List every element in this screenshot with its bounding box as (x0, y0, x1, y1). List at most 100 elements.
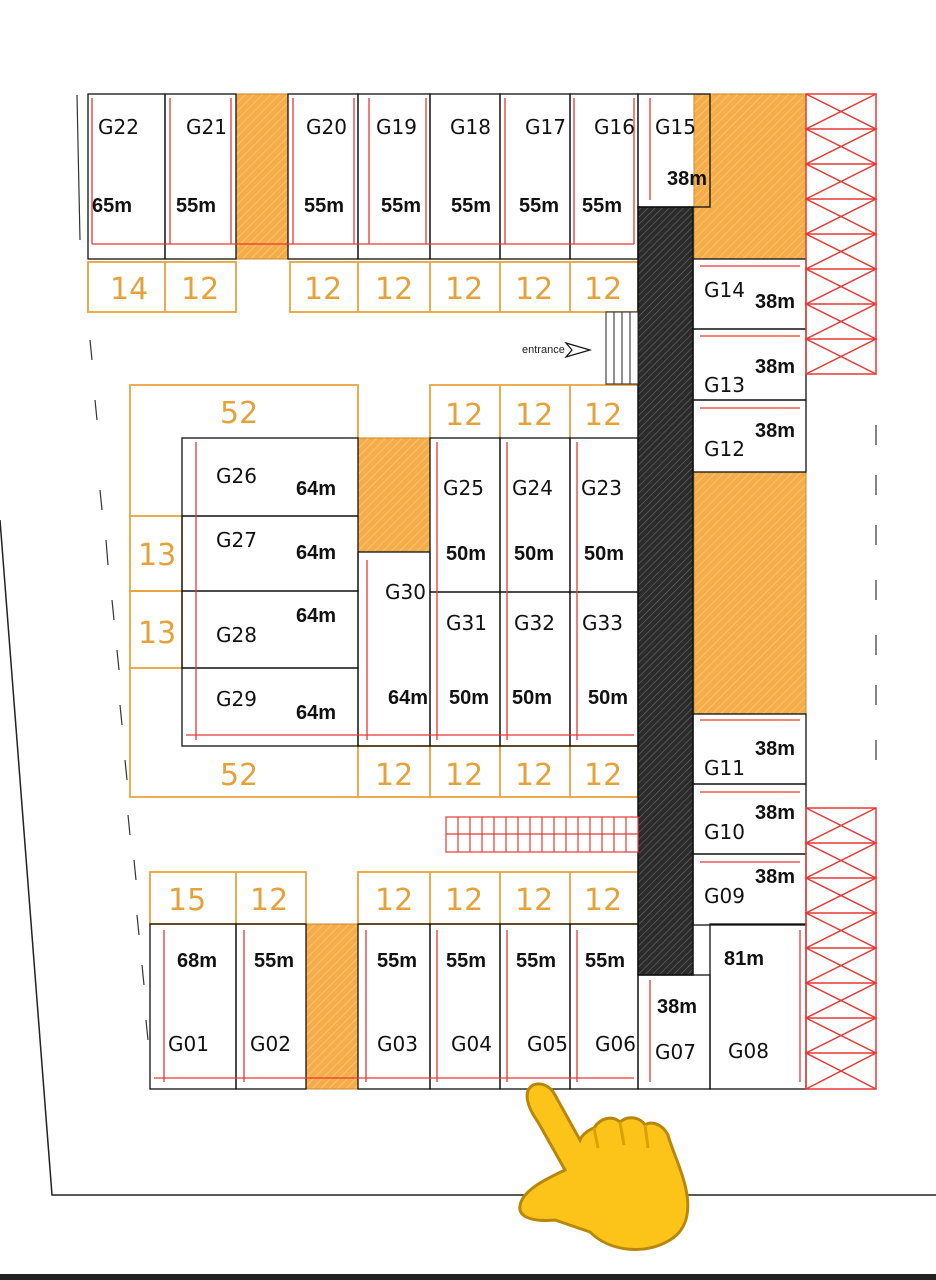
parking-number: 12 (304, 272, 342, 307)
red-walls (91, 98, 801, 1082)
unit-id-g02: G02 (250, 1032, 291, 1056)
unit-size-g29: 64m (296, 702, 336, 724)
unit-size-g06: 55m (585, 950, 625, 972)
unit-id-g25: G25 (443, 476, 484, 500)
unit-id-g05: G05 (527, 1032, 568, 1056)
unit-size-g21: 55m (176, 195, 216, 217)
unit-id-g22: G22 (98, 115, 139, 139)
parking-number: 52 (220, 758, 258, 793)
parking-number: 12 (515, 758, 553, 793)
unit-size-g23: 50m (584, 543, 624, 565)
unit-size-g11: 38m (755, 738, 795, 760)
driveway (637, 206, 694, 976)
unit-id-g21: G21 (186, 115, 227, 139)
unit-id-g20: G20 (306, 115, 347, 139)
parking-number: 12 (584, 398, 622, 433)
parking-number: 12 (445, 758, 483, 793)
unit-id-g08: G08 (728, 1039, 769, 1063)
unit-size-g04: 55m (446, 950, 486, 972)
unit-size-g32: 50m (512, 687, 552, 709)
parking-number: 12 (515, 883, 553, 918)
parking-number: 52 (220, 396, 258, 431)
unit-size-g30: 64m (388, 687, 428, 709)
unit-id-g31: G31 (446, 611, 487, 635)
unit-id-g33: G33 (582, 611, 623, 635)
bottom-bar (0, 1274, 936, 1280)
parking-number: 12 (250, 883, 288, 918)
unit-size-g33: 50m (588, 687, 628, 709)
unit-size-g03: 55m (377, 950, 417, 972)
parking-number: 12 (375, 883, 413, 918)
arrow-right-icon (564, 341, 593, 359)
parking-number: 12 (515, 398, 553, 433)
right-truss (804, 93, 878, 1090)
unit-size-g18: 55m (451, 195, 491, 217)
entrance-label: entrance (522, 344, 565, 356)
unit-size-g13: 38m (755, 356, 795, 378)
unit-size-g10: 38m (755, 802, 795, 824)
unit-size-g24: 50m (514, 543, 554, 565)
unit-id-g17: G17 (525, 115, 566, 139)
parking-number: 14 (110, 272, 148, 307)
unit-size-g16: 55m (582, 195, 622, 217)
unit-id-g30: G30 (385, 580, 426, 604)
parking-number: 12 (584, 272, 622, 307)
unit-id-g26: G26 (216, 464, 257, 488)
unit-id-g14: G14 (704, 278, 745, 302)
unit-id-g19: G19 (376, 115, 417, 139)
unit-id-g28: G28 (216, 623, 257, 647)
unit-id-g23: G23 (581, 476, 622, 500)
unit-id-g09: G09 (704, 884, 745, 908)
unit-id-g18: G18 (450, 115, 491, 139)
unit-size-g25: 50m (446, 543, 486, 565)
unit-size-g22: 65m (92, 195, 132, 217)
unit-size-g05: 55m (516, 950, 556, 972)
unit-size-g28: 64m (296, 605, 336, 627)
parking-number: 12 (515, 272, 553, 307)
unit-size-g12: 38m (755, 420, 795, 442)
unit-size-g01: 68m (177, 950, 217, 972)
unit-size-g08: 81m (724, 948, 764, 970)
unit-size-g27: 64m (296, 542, 336, 564)
parking-number: 13 (138, 538, 176, 573)
parking-number: 12 (445, 272, 483, 307)
unit-id-g01: G01 (168, 1032, 209, 1056)
entrance-stairs (605, 311, 639, 385)
unit-size-g26: 64m (296, 478, 336, 500)
unit-outlines (87, 93, 807, 1090)
unit-id-g04: G04 (451, 1032, 492, 1056)
parking-number: 13 (138, 616, 176, 651)
unit-size-g09: 38m (755, 866, 795, 888)
unit-id-g24: G24 (512, 476, 553, 500)
unit-id-g07: G07 (655, 1040, 696, 1064)
unit-id-g06: G06 (595, 1032, 636, 1056)
unit-id-g27: G27 (216, 528, 257, 552)
unit-size-g02: 55m (254, 950, 294, 972)
parking-numbers: 14 12 12 12 12 12 12 52 12 12 12 13 13 52 12 12 12 12 15 12… (110, 272, 622, 918)
parking-number: 12 (375, 758, 413, 793)
unit-id-g11: G11 (704, 756, 745, 780)
unit-id-g29: G29 (216, 687, 257, 711)
ramp-stairs (445, 816, 639, 853)
parking-number: 12 (584, 883, 622, 918)
pointing-hand-icon (518, 1082, 690, 1251)
parking-number: 15 (168, 883, 206, 918)
unit-id-g12: G12 (704, 437, 745, 461)
storage-blocks (235, 93, 807, 1090)
parking-number: 12 (445, 398, 483, 433)
unit-id-g03: G03 (377, 1032, 418, 1056)
parking-number: 12 (445, 883, 483, 918)
unit-id-g13: G13 (704, 373, 745, 397)
unit-id-g32: G32 (514, 611, 555, 635)
unit-size-g31: 50m (449, 687, 489, 709)
parking-number: 12 (375, 272, 413, 307)
unit-id-g10: G10 (704, 820, 745, 844)
unit-id-g16: G16 (594, 115, 635, 139)
unit-id-g15: G15 (655, 115, 696, 139)
parking-number: 12 (181, 272, 219, 307)
unit-labels: G22 65m G21 55m G20 55m G19 55m G18 55m G17 55m G16 5… (92, 115, 795, 1064)
parking-number: 12 (584, 758, 622, 793)
unit-size-g19: 55m (381, 195, 421, 217)
unit-size-g14: 38m (755, 291, 795, 313)
